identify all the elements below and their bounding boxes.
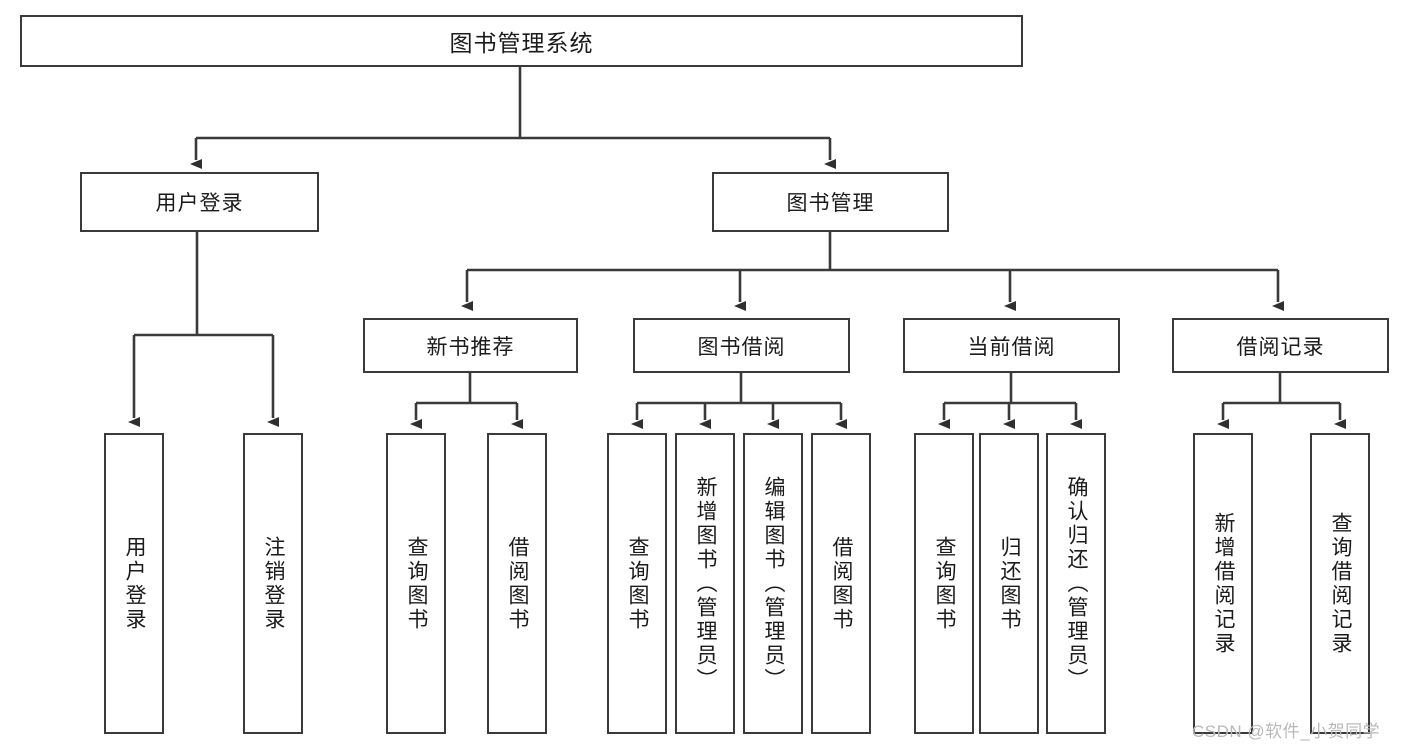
node-leaf-edit-book[interactable]: 编辑图书（管理员） — [743, 433, 803, 734]
node-label: 注销登录 — [262, 535, 286, 632]
node-label: 编辑图书（管理员） — [762, 475, 786, 692]
node-current-borrow[interactable]: 当前借阅 — [903, 318, 1120, 373]
node-leaf-confirm-return[interactable]: 确认归还（管理员） — [1046, 433, 1106, 734]
node-label: 图书管理 — [786, 192, 875, 215]
node-label: 查询借阅记录 — [1329, 511, 1353, 656]
node-leaf-query-book-3[interactable]: 查询图书 — [914, 433, 974, 734]
node-leaf-query-book-1[interactable]: 查询图书 — [386, 433, 446, 734]
node-label: 用户登录 — [123, 535, 147, 632]
node-leaf-add-book[interactable]: 新增图书（管理员） — [675, 433, 735, 734]
node-leaf-query-book-2[interactable]: 查询图书 — [607, 433, 667, 734]
node-label: 查询图书 — [405, 535, 429, 632]
node-label: 确认归还（管理员） — [1065, 475, 1089, 692]
node-leaf-add-record[interactable]: 新增借阅记录 — [1193, 433, 1253, 734]
node-label: 新书推荐 — [426, 335, 515, 359]
node-label: 当前借阅 — [967, 335, 1056, 359]
node-label: 借阅记录 — [1236, 335, 1325, 359]
node-book-borrow[interactable]: 图书借阅 — [633, 318, 850, 373]
watermark: CSDN @软件_小贺同学 — [1192, 722, 1381, 741]
node-borrow-record[interactable]: 借阅记录 — [1172, 318, 1389, 373]
node-label: 归还图书 — [998, 535, 1022, 632]
node-leaf-borrow-book-1[interactable]: 借阅图书 — [487, 433, 547, 734]
node-leaf-return-book[interactable]: 归还图书 — [979, 433, 1039, 734]
node-book-management-system[interactable]: 图书管理系统 — [20, 15, 1023, 67]
node-label: 新增借阅记录 — [1212, 511, 1236, 656]
node-label: 新增图书（管理员） — [694, 475, 718, 692]
node-label: 图书管理系统 — [449, 30, 594, 56]
node-label: 用户登录 — [155, 192, 244, 215]
node-leaf-logout-login[interactable]: 注销登录 — [243, 433, 303, 734]
node-user-login[interactable]: 用户登录 — [80, 172, 319, 232]
node-book-management[interactable]: 图书管理 — [712, 172, 949, 232]
node-label: 查询图书 — [933, 535, 957, 632]
node-label: 查询图书 — [626, 535, 650, 632]
node-new-book-recommend[interactable]: 新书推荐 — [363, 318, 578, 373]
node-leaf-query-record[interactable]: 查询借阅记录 — [1310, 433, 1370, 734]
node-label: 图书借阅 — [697, 335, 786, 359]
node-leaf-user-login[interactable]: 用户登录 — [104, 433, 164, 734]
node-label: 借阅图书 — [506, 535, 530, 632]
node-leaf-borrow-book-2[interactable]: 借阅图书 — [811, 433, 871, 734]
node-label: 借阅图书 — [830, 535, 854, 632]
